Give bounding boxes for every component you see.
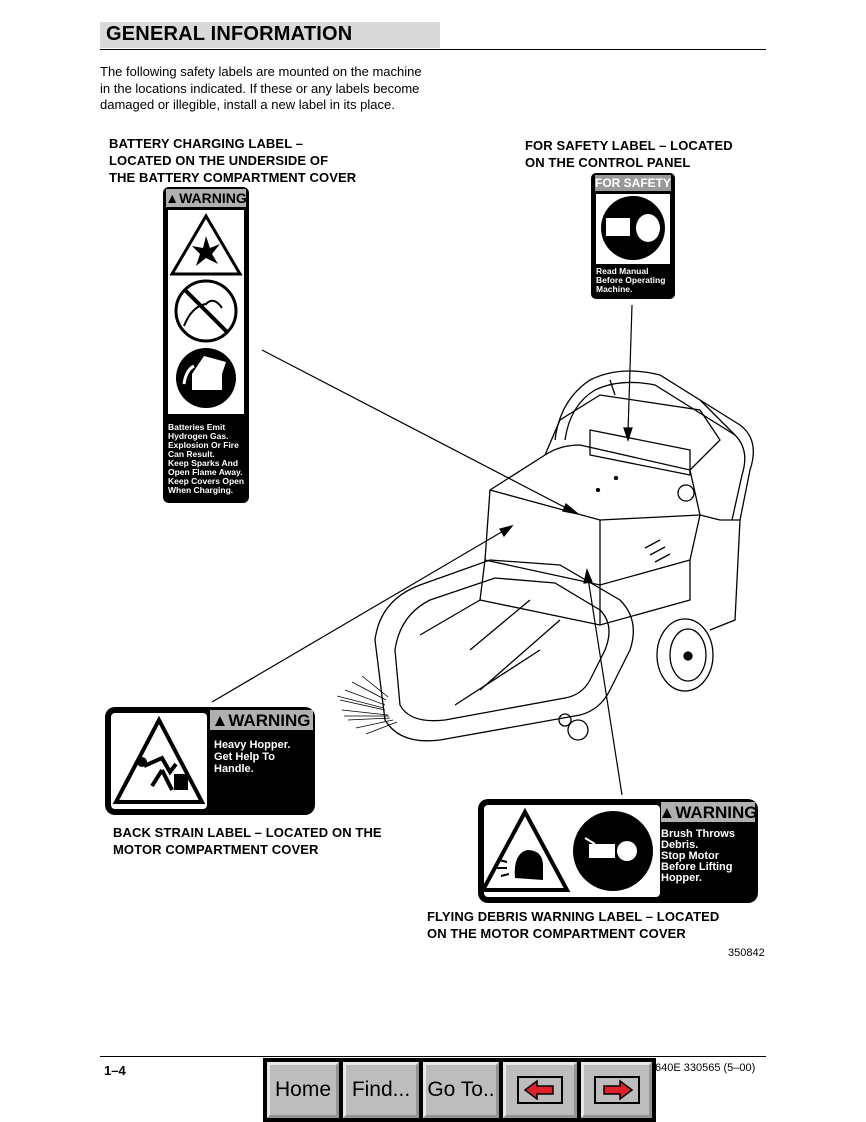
stop-motor-key-icon bbox=[573, 811, 653, 891]
caption-line: ON THE MOTOR COMPARTMENT COVER bbox=[427, 926, 686, 941]
no-flame-icon bbox=[174, 279, 238, 343]
label-line: Machine. bbox=[596, 284, 632, 294]
caption-line: BATTERY CHARGING LABEL – bbox=[109, 136, 304, 151]
for-safety-label: FOR SAFETY Read Manual Before Operating … bbox=[591, 173, 675, 299]
previous-page-button[interactable] bbox=[503, 1062, 577, 1118]
label-line: Debris. bbox=[661, 839, 698, 851]
page-number: 1–4 bbox=[104, 1063, 126, 1078]
label-line: Brush Throws bbox=[661, 828, 735, 840]
find-button[interactable]: Find... bbox=[343, 1062, 419, 1118]
label-line: Can Result. bbox=[168, 449, 215, 459]
caption-line: LOCATED ON THE UNDERSIDE OF bbox=[109, 153, 329, 168]
back-strain-icon bbox=[112, 715, 206, 804]
warning-heading: ▲WARNING bbox=[165, 190, 247, 206]
header-rule bbox=[100, 49, 766, 50]
label-line: Batteries Emit bbox=[168, 422, 225, 432]
next-page-button[interactable] bbox=[581, 1062, 652, 1118]
label-line: Keep Covers Open bbox=[168, 476, 244, 486]
label-line: Read Manual bbox=[596, 266, 648, 276]
label-line: Hydrogen Gas. bbox=[168, 431, 228, 441]
home-button[interactable]: Home bbox=[267, 1062, 339, 1118]
label-line: Heavy Hopper. bbox=[214, 739, 290, 751]
label-line: Get Help To bbox=[214, 751, 275, 763]
read-manual-icon bbox=[601, 196, 665, 260]
safety-heading: FOR SAFETY bbox=[595, 176, 671, 190]
safety-label-caption: FOR SAFETY LABEL – LOCATED ON THE CONTRO… bbox=[525, 137, 733, 171]
caption-line: THE BATTERY COMPARTMENT COVER bbox=[109, 170, 357, 185]
footer-rule bbox=[100, 1056, 766, 1057]
back-strain-warning-label: ▲WARNING Heavy Hopper. Get Help To Handl… bbox=[105, 707, 315, 815]
caption-line: ON THE CONTROL PANEL bbox=[525, 155, 691, 170]
label-line: Hopper. bbox=[661, 872, 702, 884]
debris-icon bbox=[479, 807, 571, 892]
debris-label-caption: FLYING DEBRIS WARNING LABEL – LOCATED ON… bbox=[427, 908, 719, 942]
battery-label-caption: BATTERY CHARGING LABEL – LOCATED ON THE … bbox=[109, 135, 356, 186]
explosion-icon bbox=[169, 213, 243, 276]
open-cover-icon bbox=[176, 348, 236, 408]
caption-line: FOR SAFETY LABEL – LOCATED bbox=[525, 138, 733, 153]
caption-line: MOTOR COMPARTMENT COVER bbox=[113, 842, 319, 857]
caption-line: FLYING DEBRIS WARNING LABEL – LOCATED bbox=[427, 909, 720, 924]
navigation-bar: Home Find... Go To.. bbox=[263, 1058, 656, 1122]
label-line: Keep Sparks And bbox=[168, 458, 238, 468]
document-code: 640E 330565 (5–00) bbox=[655, 1062, 756, 1074]
backstrain-label-caption: BACK STRAIN LABEL – LOCATED ON THE MOTOR… bbox=[113, 824, 382, 858]
goto-button[interactable]: Go To.. bbox=[423, 1062, 499, 1118]
header-band bbox=[100, 22, 440, 48]
label-line: Open Flame Away. bbox=[168, 467, 242, 477]
label-line: Explosion Or Fire bbox=[168, 440, 239, 450]
label-line: Handle. bbox=[214, 763, 254, 775]
flying-debris-warning-label: ▲WARNING Brush Throws Debris. Stop Motor… bbox=[478, 799, 758, 903]
label-line: Before Operating bbox=[596, 275, 665, 285]
intro-paragraph: The following safety labels are mounted … bbox=[100, 64, 422, 112]
figure-id: 350842 bbox=[728, 947, 765, 959]
left-arrow-icon bbox=[517, 1076, 563, 1104]
caption-line: BACK STRAIN LABEL – LOCATED ON THE bbox=[113, 825, 382, 840]
warning-heading: ▲WARNING bbox=[659, 803, 758, 822]
label-line: When Charging. bbox=[168, 485, 233, 495]
battery-warning-label: ▲WARNING Batteries Emit Hydrogen Gas. Ex… bbox=[163, 187, 249, 503]
page-title: GENERAL INFORMATION bbox=[106, 23, 353, 45]
label-line: Before Lifting bbox=[661, 861, 733, 873]
warning-heading: ▲WARNING bbox=[212, 711, 311, 730]
right-arrow-icon bbox=[593, 1076, 640, 1104]
label-line: Stop Motor bbox=[661, 850, 720, 862]
